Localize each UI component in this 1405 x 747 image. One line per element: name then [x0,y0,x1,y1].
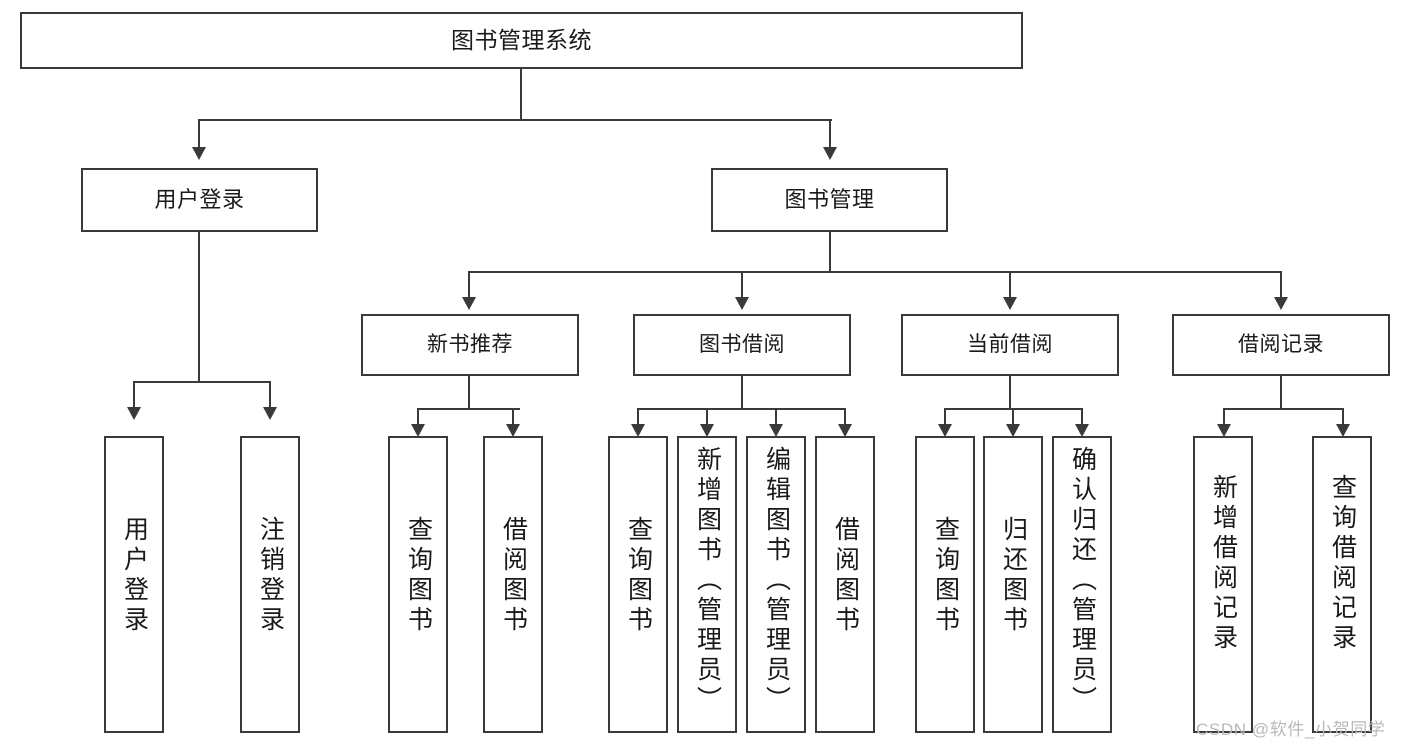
node-borrow-record[interactable]: 借阅记录 [1172,314,1390,376]
connector-currentborrow-leaf-1 [944,408,946,426]
node-label: 查询图书 [404,516,433,636]
leaf-user-login[interactable]: 用户登录 [104,436,164,733]
connector-root-to-book-manage [829,119,831,149]
leaf-edit-book-admin[interactable]: 编辑图书（管理员） [746,436,806,733]
node-user-login[interactable]: 用户登录 [81,168,318,232]
connector-user-login-bar [133,381,270,383]
node-label: 查询图书 [624,516,653,636]
arrowhead-bookborrow-leaf-1 [631,424,645,437]
node-book-management[interactable]: 图书管理 [711,168,948,232]
connector-user-login-leaf-2 [269,381,271,409]
connector-to-current-borrow [1009,271,1011,299]
leaf-confirm-return-admin[interactable]: 确认归还（管理员） [1052,436,1112,733]
arrowhead-current-borrow [1003,297,1017,310]
connector-bookborrow-leaf-1 [637,408,639,426]
node-label: 确认归还（管理员） [1068,446,1097,716]
arrowhead-new-book [462,297,476,310]
leaf-logout[interactable]: 注销登录 [240,436,300,733]
node-label: 新增借阅记录 [1209,474,1238,654]
arrowhead-user-login [192,147,206,160]
connector-to-borrow-record [1280,271,1282,299]
arrowhead-newbook-leaf-1 [411,424,425,437]
leaf-borrow-book[interactable]: 借阅图书 [815,436,875,733]
arrowhead-bookborrow-leaf-4 [838,424,852,437]
connector-bookborrow-leaf-4 [844,408,846,426]
arrowhead-leaf-user-login [127,407,141,420]
node-new-book-recommend[interactable]: 新书推荐 [361,314,579,376]
arrowhead-currentborrow-leaf-3 [1075,424,1089,437]
arrowhead-borrowrecord-leaf-1 [1217,424,1231,437]
arrowhead-newbook-leaf-2 [506,424,520,437]
node-label: 归还图书 [999,516,1028,636]
connector-new-book-leaf-1 [417,408,419,426]
node-label: 借阅记录 [1238,332,1324,356]
connector-root-bar [198,119,832,121]
leaf-add-borrow-record[interactable]: 新增借阅记录 [1193,436,1253,733]
connector-borrowrecord-leaf-2 [1342,408,1344,426]
node-label: 新增图书（管理员） [693,446,722,716]
arrowhead-book-manage [823,147,837,160]
connector-book-manage-bar [468,271,1282,273]
node-label: 当前借阅 [967,332,1053,356]
connector-borrow-record-bar [1223,408,1342,410]
node-current-borrow[interactable]: 当前借阅 [901,314,1119,376]
connector-root-stem [520,68,522,120]
leaf-query-book-current[interactable]: 查询图书 [915,436,975,733]
connector-user-login-stem [198,232,200,382]
leaf-return-book[interactable]: 归还图书 [983,436,1043,733]
connector-current-borrow-stem [1009,376,1011,409]
arrowhead-bookborrow-leaf-2 [700,424,714,437]
connector-borrow-record-stem [1280,376,1282,409]
connector-bookborrow-leaf-3 [775,408,777,426]
arrowhead-book-borrow [735,297,749,310]
connector-currentborrow-leaf-3 [1081,408,1083,426]
connector-to-book-borrow [741,271,743,299]
connector-book-manage-stem [829,232,831,272]
connector-book-borrow-bar [637,408,845,410]
arrowhead-bookborrow-leaf-3 [769,424,783,437]
node-root-book-management-system[interactable]: 图书管理系统 [20,12,1023,69]
node-label: 用户登录 [120,516,149,636]
leaf-add-book-admin[interactable]: 新增图书（管理员） [677,436,737,733]
node-label: 查询借阅记录 [1328,474,1357,654]
connector-borrowrecord-leaf-1 [1223,408,1225,426]
connector-currentborrow-leaf-2 [1012,408,1014,426]
node-label: 注销登录 [256,516,285,636]
leaf-query-book-borrow[interactable]: 查询图书 [608,436,668,733]
connector-user-login-leaf-1 [133,381,135,409]
leaf-query-book-recommend[interactable]: 查询图书 [388,436,448,733]
leaf-borrow-book-recommend[interactable]: 借阅图书 [483,436,543,733]
connector-new-book-stem [468,376,470,409]
arrowhead-borrowrecord-leaf-2 [1336,424,1350,437]
leaf-query-borrow-record[interactable]: 查询借阅记录 [1312,436,1372,733]
node-book-borrow[interactable]: 图书借阅 [633,314,851,376]
connector-new-book-bar [417,408,520,410]
connector-to-new-book [468,271,470,299]
node-label: 编辑图书（管理员） [762,446,791,716]
arrowhead-currentborrow-leaf-1 [938,424,952,437]
connector-new-book-leaf-2 [512,408,514,426]
node-label: 新书推荐 [427,332,513,356]
connector-root-to-user-login [198,119,200,149]
arrowhead-borrow-record [1274,297,1288,310]
node-label: 图书管理 [784,187,875,213]
arrowhead-leaf-logout [263,407,277,420]
node-label: 借阅图书 [499,516,528,636]
node-label: 借阅图书 [831,516,860,636]
arrowhead-currentborrow-leaf-2 [1006,424,1020,437]
node-label: 查询图书 [931,516,960,636]
node-label: 图书管理系统 [451,27,592,54]
connector-book-borrow-stem [741,376,743,409]
node-label: 用户登录 [154,187,245,213]
node-label: 图书借阅 [699,332,785,356]
connector-bookborrow-leaf-2 [706,408,708,426]
